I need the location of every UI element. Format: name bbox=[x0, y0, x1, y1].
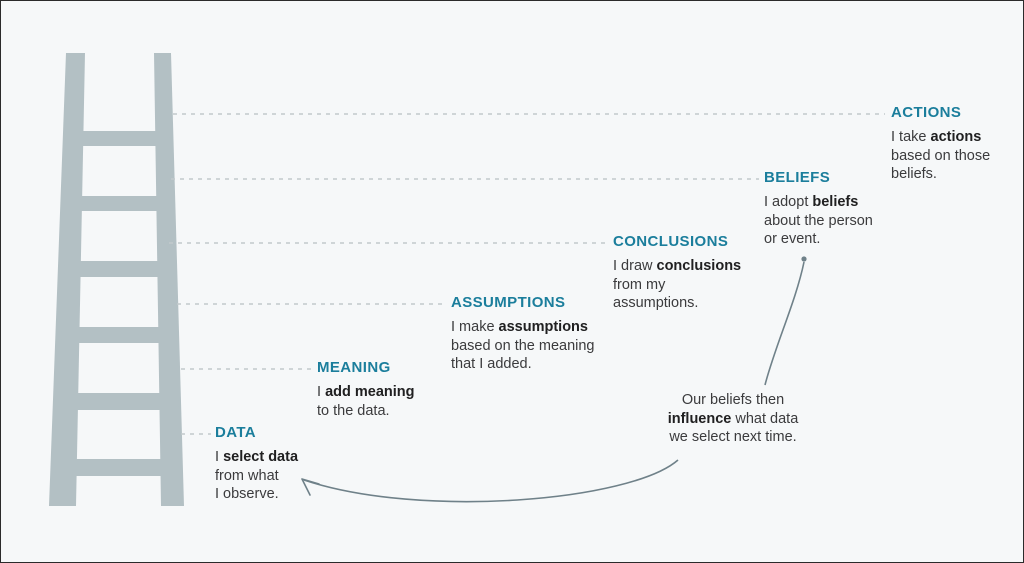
feedback-curve-upper bbox=[764, 261, 805, 386]
feedback-arrowhead bbox=[301, 478, 320, 496]
ladder-rung bbox=[69, 131, 170, 146]
ladder-rung bbox=[61, 327, 177, 343]
ladder-left-rail bbox=[49, 53, 85, 506]
feedback-curve-lower bbox=[303, 459, 679, 503]
ladder-rung bbox=[67, 196, 172, 211]
step-title-assumptions: ASSUMPTIONS bbox=[451, 294, 566, 311]
step-title-meaning: MEANING bbox=[317, 359, 391, 376]
ladder-rung bbox=[58, 393, 179, 410]
ladder-rung bbox=[55, 459, 182, 476]
leader-lines bbox=[169, 113, 885, 435]
step-title-actions: ACTIONS bbox=[891, 104, 962, 121]
ladder-right-rail bbox=[154, 53, 184, 506]
ladder-rung bbox=[64, 261, 174, 277]
step-title-data: DATA bbox=[215, 424, 257, 441]
step-title-conclusions: CONCLUSIONS bbox=[613, 233, 729, 250]
step-title-beliefs: BELIEFS bbox=[764, 169, 831, 186]
feedback-arrows bbox=[301, 256, 807, 503]
feedback-origin-dot bbox=[801, 256, 807, 262]
ladder-graphic bbox=[49, 53, 184, 506]
